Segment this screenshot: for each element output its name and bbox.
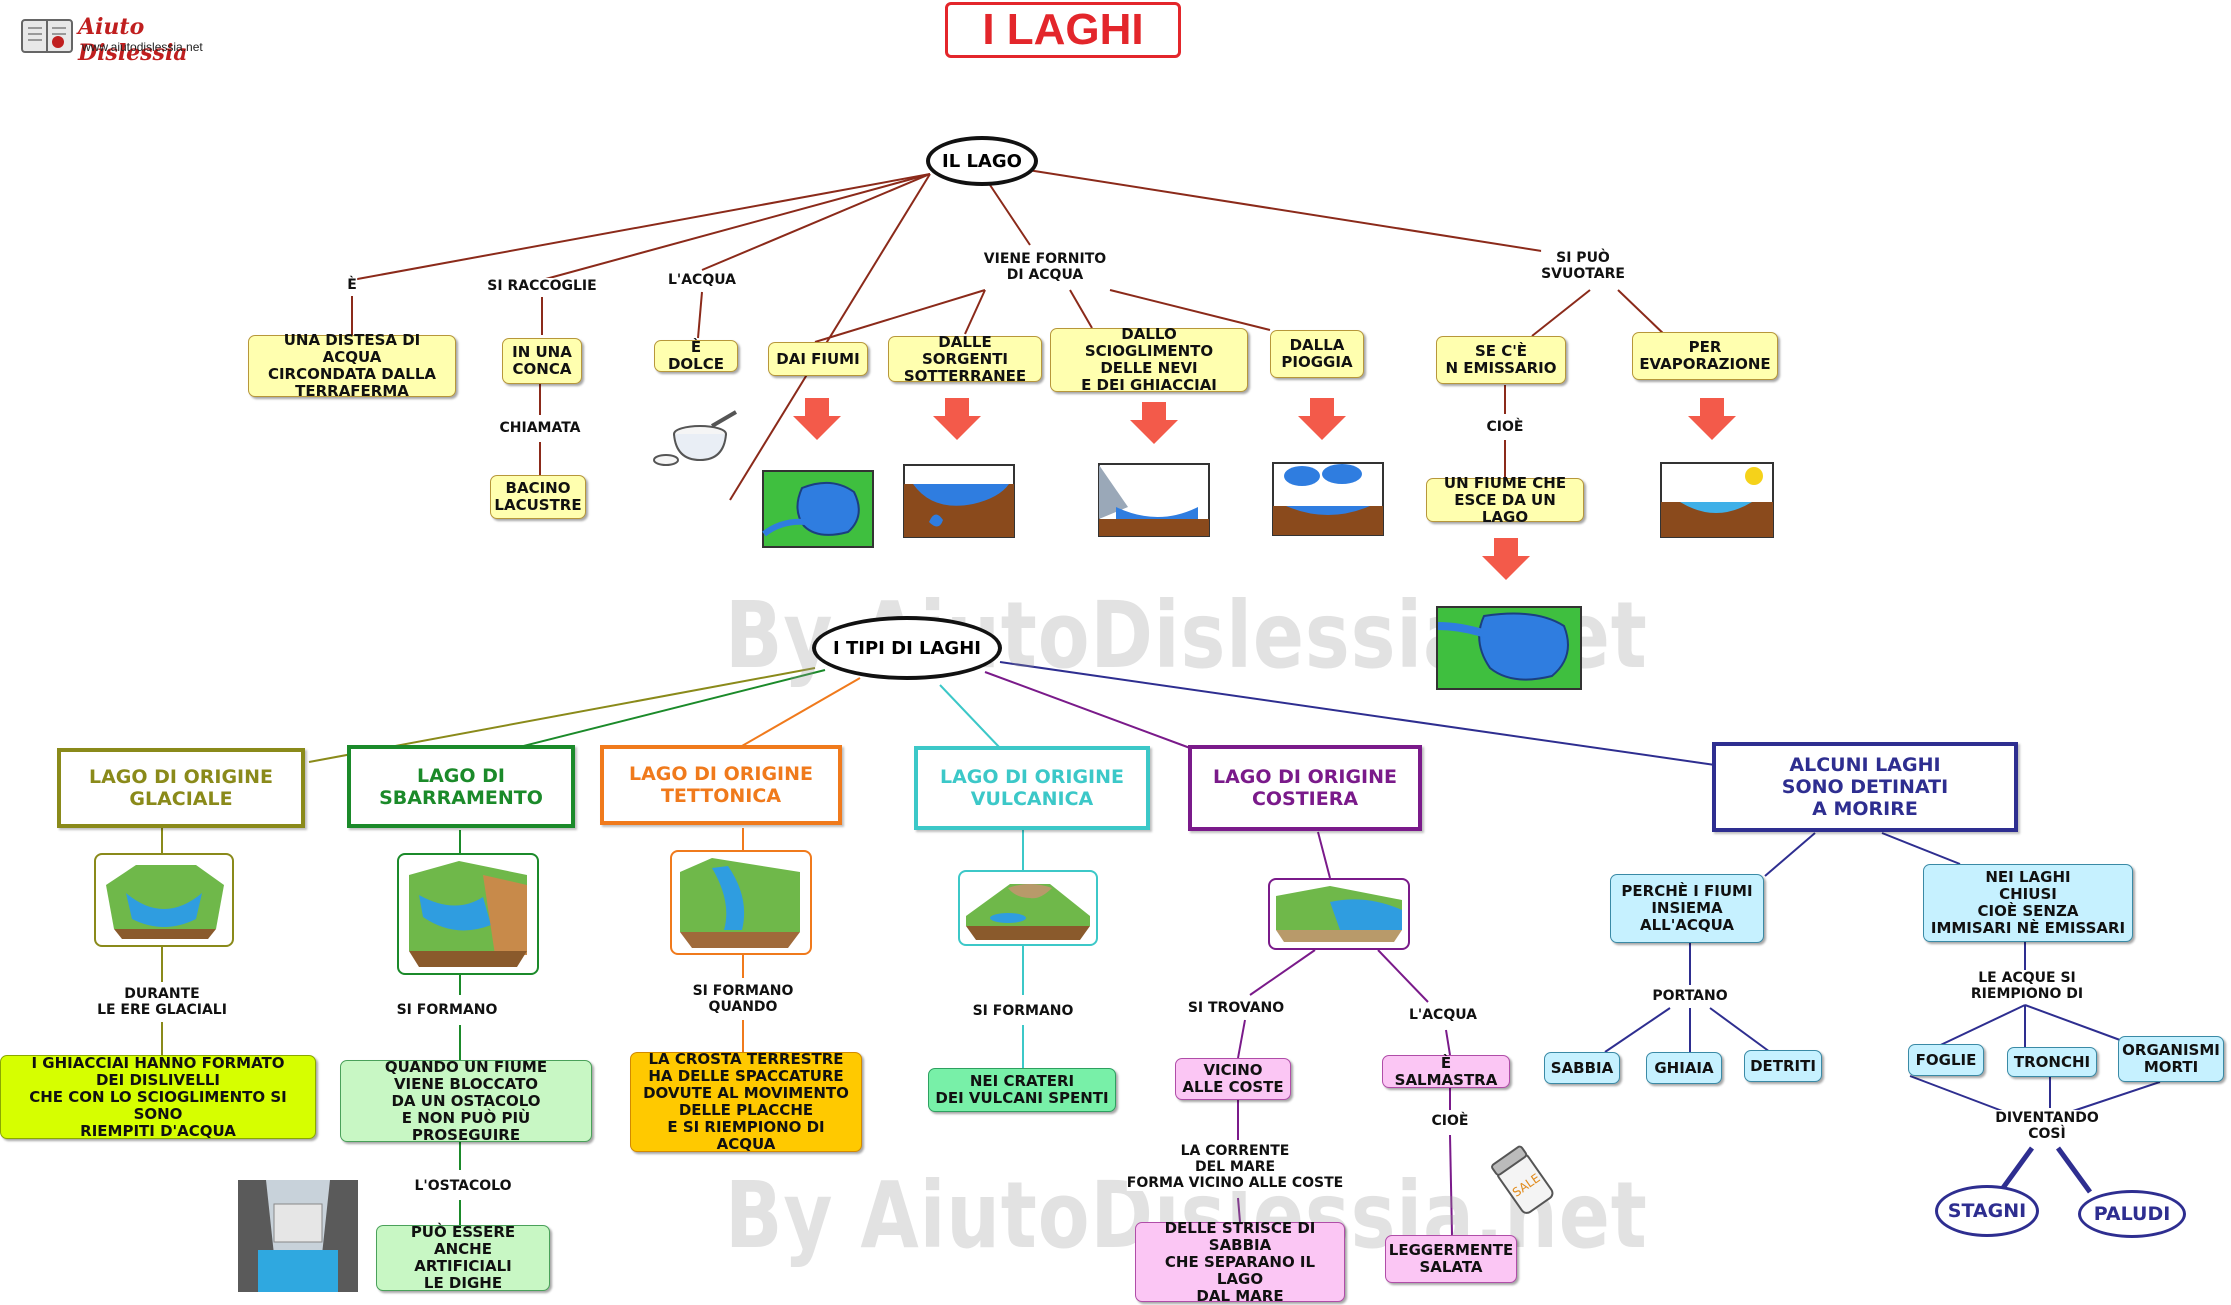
tectonic-rift-icon [680, 858, 800, 948]
item-foglie: FOGLIE [1908, 1044, 1984, 1076]
label-cioe-costiera: CIOÈ [1431, 1113, 1469, 1129]
label-si-formano-sbarr: SI FORMANO [396, 1002, 498, 1018]
item-organismi: ORGANISMI MORTI [2118, 1036, 2224, 1082]
box-strisce-sabbia: DELLE STRISCE DI SABBIA CHE SEPARANO IL … [1135, 1219, 1345, 1304]
lago-vulcanica: LAGO DI ORIGINE VULCANICA [914, 746, 1150, 830]
glacial-valley-icon [106, 865, 224, 939]
label-e: È [347, 277, 357, 293]
box-dighe: PUÒ ESSERE ANCHE ARTIFICIALI LE DIGHE [376, 1224, 550, 1292]
label-corrente-mare: LA CORRENTE DEL MARE FORMA VICINO ALLE C… [1126, 1143, 1344, 1191]
salt-shaker-icon: SALE [1491, 1145, 1554, 1214]
box-crateri: NEI CRATERI DEI VULCANI SPENTI [928, 1068, 1116, 1112]
landslide-lake-icon [409, 861, 527, 967]
item-detriti: DETRITI [1744, 1050, 1822, 1082]
logo[interactable]: Aiuto Dislessia www.aiutodislessia.net [20, 12, 240, 66]
label-diventando: DIVENTANDO COSÌ [1995, 1110, 2099, 1142]
lago-tettonica: LAGO DI ORIGINE TETTONICA [600, 745, 842, 825]
label-riempiono: LE ACQUE SI RIEMPIONO DI [1970, 970, 2084, 1002]
result-stagni: STAGNI [1935, 1185, 2039, 1237]
melting-glacier-icon [1098, 463, 1210, 537]
label-si-formano-quando: SI FORMANO QUANDO [692, 983, 794, 1015]
item-tronchi: TRONCHI [2007, 1047, 2097, 1077]
box-perche-fiumi: PERCHÈ I FIUMI INSIEMA ALL'ACQUA [1610, 874, 1764, 943]
tettonica-image-frame [670, 850, 812, 955]
book-icon [21, 19, 73, 53]
sbarramento-image-frame [397, 853, 539, 975]
label-viene-fornito: VIENE FORNITO DI ACQUA [983, 251, 1107, 283]
item-sabbia: SABBIA [1544, 1052, 1620, 1084]
costiera-image-frame [1268, 878, 1410, 950]
root-il-lago: IL LAGO [926, 136, 1038, 186]
box-crosta: LA CROSTA TERRESTRE HA DELLE SPACCATURE … [630, 1051, 862, 1153]
label-cioe-top: CIOÈ [1486, 419, 1524, 435]
result-paludi: PALUDI [2078, 1190, 2186, 1238]
lago-sbarramento: LAGO DI SBARRAMENTO [347, 745, 575, 828]
label-si-trovano: SI TROVANO [1187, 1000, 1285, 1016]
box-fiume-bloccato: QUANDO UN FIUME VIENE BLOCCATO DA UN OST… [340, 1058, 592, 1143]
box-laghi-chiusi: NEI LAGHI CHIUSI CIOÈ SENZA IMMISARI NÈ … [1923, 864, 2133, 942]
evaporation-icon [1660, 462, 1774, 538]
box-dolce: È DOLCE [654, 339, 738, 373]
label-si-formano-vulc: SI FORMANO [972, 1003, 1074, 1019]
page-title: I LAGHI [945, 2, 1181, 58]
logo-name: Aiuto Dislessia [78, 14, 188, 66]
vulcanica-image-frame [958, 870, 1098, 946]
box-salata: LEGGERMENTE SALATA [1385, 1235, 1517, 1283]
dam-icon [238, 1180, 358, 1292]
laghi-morire: ALCUNI LAGHI SONO DETINATI A MORIRE [1712, 742, 2018, 832]
volcano-lake-icon [966, 884, 1090, 940]
root-tipi-di-laghi: I TIPI DI LAGHI [812, 616, 1002, 680]
box-fiumi: DAI FIUMI [768, 342, 868, 376]
box-salmastra: È SALMASTRA [1382, 1054, 1510, 1088]
glaciale-image-frame [94, 853, 234, 947]
label-acqua: L'ACQUA [668, 272, 736, 288]
lago-glaciale: LAGO DI ORIGINE GLACIALE [57, 748, 305, 828]
underground-spring-icon [903, 464, 1015, 538]
label-ere-glaciali: DURANTE LE ERE GLACIALI [97, 986, 227, 1018]
box-distesa: UNA DISTESA DI ACQUA CIRCONDATA DALLA TE… [248, 332, 456, 400]
box-fiume-esce: UN FIUME CHE ESCE DA UN LAGO [1426, 474, 1584, 525]
lago-costiera: LAGO DI ORIGINE COSTIERA [1188, 745, 1422, 831]
label-acqua-costiera: L'ACQUA [1409, 1007, 1477, 1023]
box-ghiacciai: I GHIACCIAI HANNO FORMATO DEI DISLIVELLI… [0, 1054, 316, 1139]
logo-url: www.aiutodislessia.net [82, 40, 203, 54]
box-conca: IN UNA CONCA [502, 338, 582, 384]
box-pioggia: DALLA PIOGGIA [1270, 330, 1364, 378]
box-vicino-coste: VICINO ALLE COSTE [1175, 1058, 1291, 1100]
label-chiamata: CHIAMATA [499, 420, 581, 436]
sugar-bowl-icon [653, 410, 738, 466]
label-ostacolo: L'OSTACOLO [414, 1178, 512, 1194]
emissary-lake-icon [1436, 606, 1582, 690]
label-svuotare: SI PUÒ SVUOTARE [1541, 250, 1625, 282]
river-lake-icon [762, 470, 874, 548]
box-scioglimento: DALLO SCIOGLIMENTO DELLE NEVI E DEI GHIA… [1050, 326, 1248, 394]
rain-icon [1272, 462, 1384, 536]
coastal-lagoon-icon [1276, 886, 1402, 942]
label-si-raccoglie: SI RACCOGLIE [487, 278, 597, 294]
box-bacino: BACINO LACUSTRE [490, 475, 586, 519]
box-evaporazione: PER EVAPORAZIONE [1632, 332, 1778, 380]
item-ghiaia: GHIAIA [1646, 1052, 1722, 1084]
label-portano: PORTANO [1652, 988, 1728, 1004]
box-emissario: SE C'È N EMISSARIO [1436, 336, 1566, 384]
box-sorgenti: DALLE SORGENTI SOTTERRANEE [888, 333, 1042, 384]
